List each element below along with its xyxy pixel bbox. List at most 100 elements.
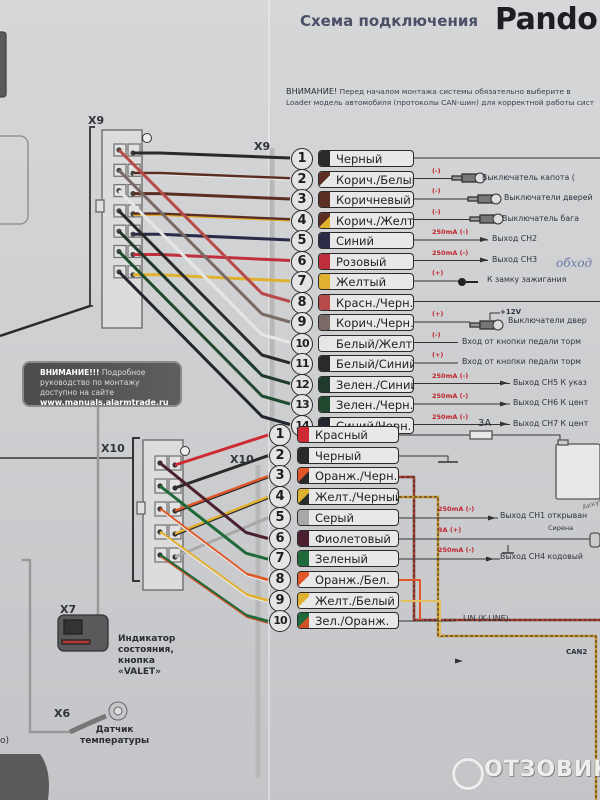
switch-body — [467, 196, 479, 202]
x6-temperature-sensor-icon — [108, 701, 128, 721]
paper-fold — [268, 0, 270, 800]
x10-wire-7 — [159, 484, 269, 561]
x9-wire-3 — [133, 192, 291, 201]
x10-pin-number: 10 — [269, 610, 291, 633]
wire-color-name: Зелен./Черн. — [336, 398, 414, 412]
wire-color-swatch — [319, 294, 330, 310]
x9-pin-number: 6 — [291, 250, 313, 273]
wire-color-swatch — [319, 397, 330, 412]
brand-logo: Pando — [495, 2, 598, 37]
manual-notice: ВНИМАНИЕ!!! Подробное руководство по мон… — [22, 361, 182, 407]
wire-color-swatch — [319, 417, 330, 433]
battery-terminal — [557, 439, 569, 446]
wire-color-swatch — [298, 489, 309, 505]
siren-icon — [589, 532, 600, 548]
x10-lead-3-stripe — [399, 476, 600, 621]
x9-wire-destination: Выключатели дверей — [504, 193, 593, 202]
x9-current-rating: (+) — [432, 351, 444, 359]
wire-color-swatch — [298, 468, 309, 484]
x9-wire-destination: Выход CH5 К указ — [513, 377, 587, 387]
x9-wire-label: Желтый — [318, 273, 414, 290]
x9-pin-number: 10 — [291, 332, 313, 355]
fuse-label: 3A — [478, 418, 492, 429]
warning-bold: ВНИМАНИЕ! — [286, 86, 338, 96]
notice-url[interactable]: www.manuals.alarmtrade.ru — [40, 398, 169, 407]
wire-color-swatch — [319, 315, 330, 330]
wire-color-swatch — [298, 613, 309, 629]
wire-color-swatch — [319, 274, 330, 289]
x10-current-rating: 3A (+) — [438, 525, 462, 534]
warning-line2: Loader модель автомобиля (протоколы CAN-… — [286, 98, 595, 107]
x7-desc-line: кнопка — [118, 656, 155, 666]
wire-color-name: Зел./Оранж. — [315, 614, 390, 629]
diagram-title: Схема подключения — [300, 12, 478, 30]
x7-desc-line: «VALET» — [118, 667, 161, 677]
x6-description: Датчик температуры — [80, 725, 149, 747]
wire-color-name: Розовый — [336, 254, 387, 269]
x9-current-rating: 250mA (-) — [432, 392, 469, 400]
wire-color-name: Зелен./Синий — [336, 377, 414, 392]
warning-line1: Перед началом монтажа системы обязательн… — [337, 87, 571, 96]
x9-wire-11 — [117, 209, 291, 365]
output-arrow-icon — [488, 515, 496, 521]
x9-current-rating: (-) — [432, 207, 441, 216]
x9-current-rating: 250mA (-) — [432, 412, 469, 421]
x10-wire-4 — [174, 495, 269, 536]
x9-wire-label: Белый/Желт. — [318, 334, 414, 352]
x9-wire-destination: Вход от кнопки педали торм — [462, 357, 582, 366]
x10-wire-label: Оранж./Бел. — [297, 570, 399, 588]
output-arrow-icon — [480, 237, 488, 242]
wire-color-name: Желт./Черный — [315, 490, 399, 505]
wire-color-swatch — [319, 253, 330, 269]
wire-color-name: Коричневый — [336, 193, 411, 207]
x9-wire-label: Белый/Синий — [318, 355, 414, 372]
x9-wire-destination: Выключатель бага — [502, 213, 580, 223]
wire-color-name: Желт./Белый — [315, 593, 395, 608]
handwritten-note: обход — [556, 256, 593, 270]
x6-desc-line: температуры — [80, 736, 150, 746]
switch-body — [461, 173, 477, 183]
x10-wire-stripe-8 — [160, 510, 269, 583]
x9-pin-number: 5 — [291, 230, 313, 252]
wire-color-name: Оранж./Черн. — [315, 469, 398, 484]
x10-lead-1b — [492, 434, 561, 444]
x10-wire-1 — [174, 433, 269, 467]
x10-pin-number: 4 — [269, 486, 291, 509]
x9-latch — [95, 199, 105, 213]
x10-latch — [136, 501, 146, 515]
wire-color-swatch — [319, 233, 330, 248]
can2-label: CAN2 — [566, 648, 588, 656]
x9-wire-destination: Выключатели двер — [508, 316, 587, 325]
x10-wire-label: Зел./Оранж. — [297, 612, 399, 630]
x9-pin1-marker — [142, 133, 152, 143]
wire-color-swatch — [319, 151, 330, 166]
wire-color-name: Корич./Черн. — [336, 316, 414, 330]
x10-pin-number: 9 — [269, 589, 291, 612]
wire-color-name: Зеленый — [315, 552, 368, 567]
output-arrow-icon — [500, 421, 508, 427]
switch-body — [451, 175, 463, 181]
x10-wire-stripe-9 — [160, 533, 269, 604]
x9-wire-label: Черный — [318, 150, 414, 167]
x9-wire-label: Зелен./Черн. — [318, 396, 414, 413]
x9-wire-2 — [133, 171, 291, 180]
x7-led — [61, 639, 91, 645]
wire-color-name: Корич./Белый — [336, 172, 414, 187]
battery-icon — [555, 443, 600, 500]
switch-body — [479, 320, 495, 330]
x10-pin-number: 1 — [269, 424, 291, 446]
wire-color-name: Фиолетовый — [315, 531, 391, 546]
x10-pin-number: 6 — [269, 527, 291, 550]
x9-wire-6 — [133, 253, 291, 262]
x9-bracket-lead — [0, 304, 91, 338]
output-arrow-icon — [500, 380, 508, 386]
x9-wire-label: Коричневый — [318, 191, 414, 208]
x10-wire-6 — [159, 461, 269, 540]
x10-wire-label: Черный — [297, 446, 399, 464]
x7-connector-label: X7 — [60, 603, 77, 616]
x10-current-rating: 250mA (-) — [438, 546, 475, 555]
notice-text1: Подробное — [99, 368, 146, 377]
wire-color-name: Синий — [336, 234, 374, 248]
x10-wire-label: Желт./Черный — [297, 488, 399, 506]
output-arrow-icon — [480, 257, 488, 263]
